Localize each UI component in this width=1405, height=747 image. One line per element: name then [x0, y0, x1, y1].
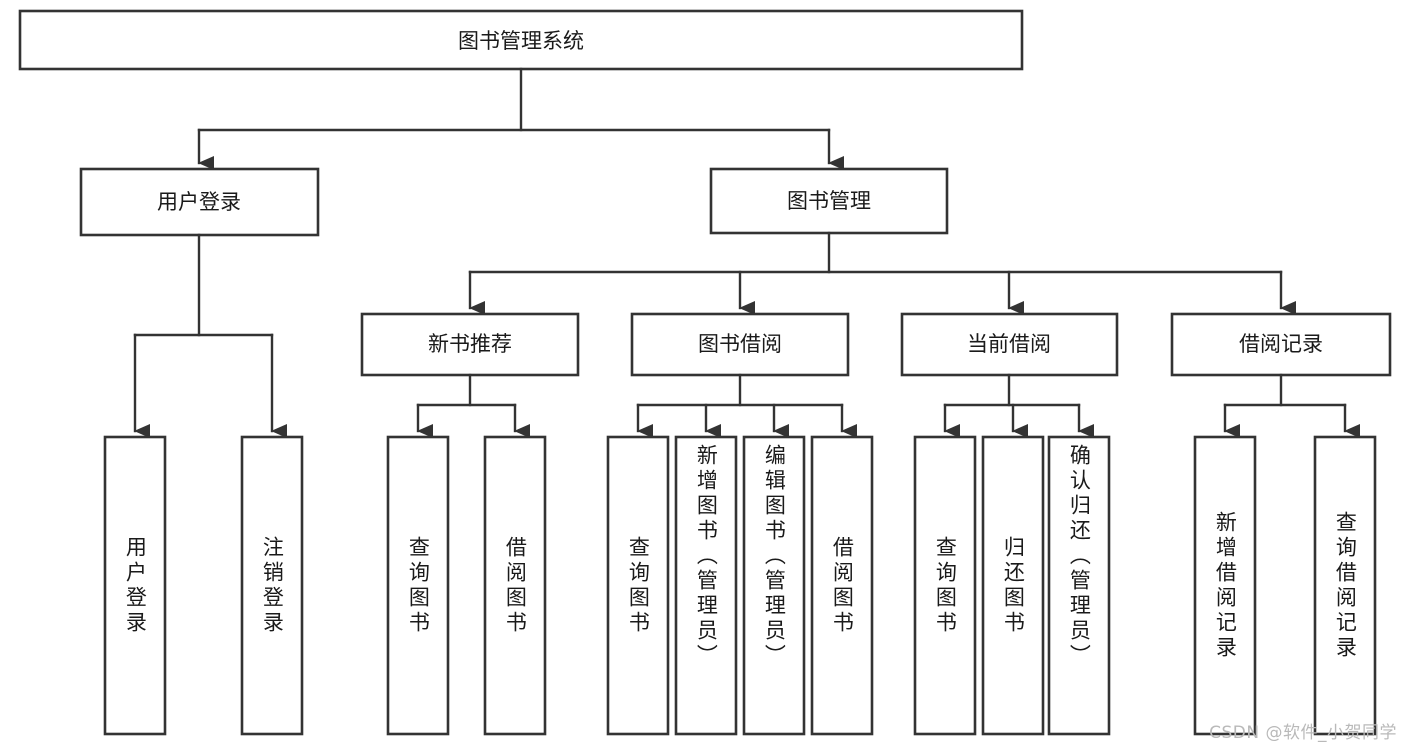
node-borrow-record[interactable]: 借阅记录 [1170, 312, 1392, 377]
node-borrow-record-label: 借阅记录 [1239, 332, 1323, 356]
node-leaf-cur-query-book-box[interactable] [913, 435, 977, 736]
node-book-borrow-label: 图书借阅 [698, 332, 782, 356]
node-book-manage-box [709, 167, 949, 235]
node-book-borrow-box [630, 312, 850, 377]
node-leaf-rec-query-book-box[interactable] [386, 435, 450, 736]
node-book-borrow[interactable]: 图书借阅 [630, 312, 850, 377]
node-new-book-recommend-label: 新书推荐 [428, 332, 512, 356]
node-root-system-label: 图书管理系统 [458, 29, 584, 53]
node-leaf-cur-confirm-return-box[interactable] [1047, 435, 1111, 736]
node-leaf-rec-query-record-box[interactable] [1313, 435, 1377, 736]
node-leaf-borrow-edit-book-box[interactable] [742, 435, 806, 736]
node-book-manage[interactable]: 图书管理 [709, 167, 949, 235]
node-leaf-user-login-box[interactable] [103, 435, 167, 736]
watermark-text: CSDN @软件_小贺同学 [1209, 723, 1397, 743]
node-new-book-recommend[interactable]: 新书推荐 [360, 312, 580, 377]
node-current-borrow-box [900, 312, 1119, 377]
node-current-borrow-label: 当前借阅 [967, 332, 1051, 356]
node-user-login[interactable]: 用户登录 [79, 167, 320, 237]
node-book-manage-label: 图书管理 [787, 189, 871, 213]
node-leaf-rec-add-record-box[interactable] [1193, 435, 1257, 736]
node-leaf-user-logout-box[interactable] [240, 435, 304, 736]
node-current-borrow[interactable]: 当前借阅 [900, 312, 1119, 377]
node-borrow-record-box [1170, 312, 1392, 377]
node-root-system-box [18, 9, 1024, 71]
node-leaf-cur-return-book-box[interactable] [981, 435, 1045, 736]
node-leaf-borrow-add-book-box[interactable] [674, 435, 738, 736]
node-leaf-rec-borrow-book-box[interactable] [483, 435, 547, 736]
node-leaf-borrow-query-book-box[interactable] [606, 435, 670, 736]
node-root-system[interactable]: 图书管理系统 [18, 9, 1024, 71]
node-user-login-label: 用户登录 [157, 190, 241, 214]
node-new-book-recommend-box [360, 312, 580, 377]
node-leaf-borrow-borrow-book-box[interactable] [810, 435, 874, 736]
